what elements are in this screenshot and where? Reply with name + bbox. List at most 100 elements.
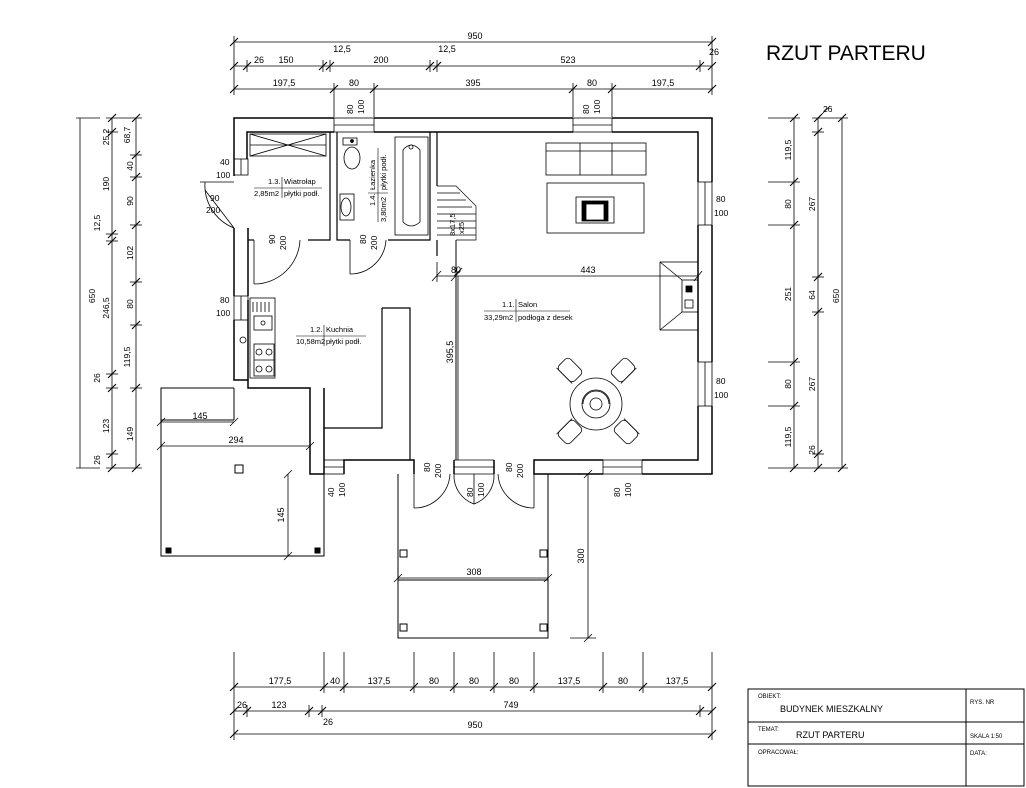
toilet <box>342 137 361 170</box>
dim-bottom-r1-9: 137,5 <box>666 676 689 686</box>
dim-salon-width: 443 <box>580 265 595 275</box>
dim-top-r2-4: 80 <box>587 78 597 88</box>
dim-top-r2-2: 80 <box>349 78 359 88</box>
room-number: 1.4. <box>368 193 377 206</box>
window-bottom-front <box>454 459 494 475</box>
room-name: Kuchnia <box>326 325 354 334</box>
tb-object-value: BUDYNEK MIESZKALNY <box>780 704 883 714</box>
kitchen-stove <box>253 343 275 377</box>
room-area: 2,85m2 <box>254 189 279 198</box>
dim-right-inner-1: 119,5 <box>783 139 793 160</box>
door-bath <box>349 239 387 275</box>
window-left-kitchen <box>233 295 249 321</box>
dim-bottom-r1-4: 80 <box>429 676 439 686</box>
dim-bottom-r2-1: 26 <box>237 700 247 710</box>
bathroom-fixtures <box>339 136 429 236</box>
dim-bottom-r1-7: 137,5 <box>558 676 581 686</box>
windows <box>233 117 713 475</box>
washbasin <box>339 193 355 221</box>
label-door-bath-w: 80 <box>358 234 368 244</box>
tb-author-label: OPRACOWAŁ: <box>758 750 799 756</box>
label-win-top-right-h: 100 <box>592 100 602 114</box>
label-win-top-left-h: 100 <box>356 100 366 114</box>
label-door-entry-w: 90 <box>210 193 220 203</box>
dim-bottom-r1-1: 177,5 <box>269 676 292 686</box>
dim-right-inner-3: 251 <box>783 287 793 301</box>
coffee-table <box>546 182 645 234</box>
tb-sheet-label: RYS. NR <box>970 700 995 706</box>
label-win-bottom-left-w: 40 <box>326 487 336 497</box>
bottom-dimension-labels: 177,5 40 137,5 80 80 80 137,5 80 137,5 2… <box>237 676 688 730</box>
tb-topic-label: TEMAT: <box>758 727 779 733</box>
label-win-top-left-w: 80 <box>345 104 355 114</box>
label-win-top-right-w: 80 <box>581 104 591 114</box>
fireplace <box>659 261 699 331</box>
dim-bottom-r1-5: 80 <box>469 676 479 686</box>
dim-bottom-r2-3: 749 <box>503 700 518 710</box>
tb-date-label: DATA: <box>970 751 987 757</box>
room-floor: płytki podł. <box>326 337 361 346</box>
dim-left-mid-3: 12,5 <box>92 214 102 231</box>
room-area: 3,80m2 <box>379 197 388 222</box>
room-number: 1.3. <box>268 177 281 186</box>
tb-topic-value: RZUT PARTERU <box>796 730 865 740</box>
left-dimensions <box>76 113 142 473</box>
dim-top-r1-4: 200 <box>373 55 388 65</box>
door-entry <box>200 181 235 229</box>
room-label-salon: 1.1. Salon 33,29m2 podłoga z desek <box>484 299 573 322</box>
dim-right-inner-2: 80 <box>783 199 793 209</box>
dim-top-r1-1: 26 <box>254 55 264 65</box>
wardrobe <box>249 133 327 157</box>
room-area: 10,58m2 <box>296 337 325 346</box>
title-block: OBIEKT: BUDYNEK MIESZKALNY RYS. NR TEMAT… <box>747 688 1025 787</box>
bottom-dimensions <box>229 652 717 740</box>
kitchen-sink <box>253 315 273 331</box>
dim-top-r1-2: 150 <box>278 55 293 65</box>
dim-terrace-w1: 145 <box>192 411 207 421</box>
stair-tread-label: x25 <box>457 222 466 234</box>
left-dimension-labels: 650 25,2 190 12,5 246,5 26 123 26 68,7 4… <box>87 126 135 464</box>
window-top-left <box>333 117 375 133</box>
right-dimensions <box>768 105 848 473</box>
dining-table <box>569 377 623 431</box>
label-door-entry-h: 200 <box>206 205 220 215</box>
opening-labels: 80 100 80 100 80 100 80 100 80 100 40 10… <box>206 100 728 497</box>
label-win-left-kitchen-h: 100 <box>216 308 230 318</box>
label-door-front-right-w: 80 <box>504 462 514 472</box>
dim-left-inner-6: 119,5 <box>122 346 132 367</box>
dim-porch-w: 308 <box>466 567 481 577</box>
dim-left-inner-7: 149 <box>125 427 135 441</box>
dim-bottom-r1-8: 80 <box>618 676 628 686</box>
dining-chairs <box>556 357 640 445</box>
label-win-right-lower-h: 100 <box>714 390 728 400</box>
label-win-left-hall-w: 40 <box>220 157 230 167</box>
label-door-front-left-h: 200 <box>433 464 443 478</box>
dim-left-mid-4: 246,5 <box>101 297 111 319</box>
dim-terrace-w2: 294 <box>228 435 243 445</box>
room-floor: płytki podł. <box>284 189 319 198</box>
room-name: Wiatrołap <box>284 177 316 186</box>
salon-furniture <box>545 142 699 445</box>
label-door-hall-w: 90 <box>267 234 277 244</box>
label-win-bottom-left-h: 100 <box>337 483 347 497</box>
label-win-bottom-right-w: 80 <box>612 487 622 497</box>
dim-bottom-r2-4: 26 <box>323 717 333 727</box>
dim-salon-height: 395,5 <box>445 341 455 364</box>
room-label-lazienka: 1.4. Łazienka 3,80m2 płytki podł. <box>368 148 388 222</box>
dim-top-r1-3: 12,5 <box>333 44 351 54</box>
bathtub <box>394 136 429 236</box>
label-win-left-kitchen-w: 80 <box>220 295 230 305</box>
dim-left-mid-6: 123 <box>101 419 111 433</box>
room-name: Salon <box>518 300 537 309</box>
sofa <box>545 142 647 176</box>
dim-right-mid-3: 64 <box>807 290 817 300</box>
dim-salon-left: 80 <box>451 265 461 275</box>
dim-top-r2-5: 197,5 <box>652 78 675 88</box>
label-win-bottom-right-h: 100 <box>623 483 633 497</box>
dim-right-inner-5: 119,5 <box>783 426 793 447</box>
door-front-left <box>413 473 451 509</box>
interior-dimensions <box>156 262 703 643</box>
label-door-bath-h: 200 <box>369 236 379 250</box>
tb-object-label: OBIEKT: <box>758 694 781 700</box>
drawing-title: RZUT PARTERU <box>766 42 926 65</box>
